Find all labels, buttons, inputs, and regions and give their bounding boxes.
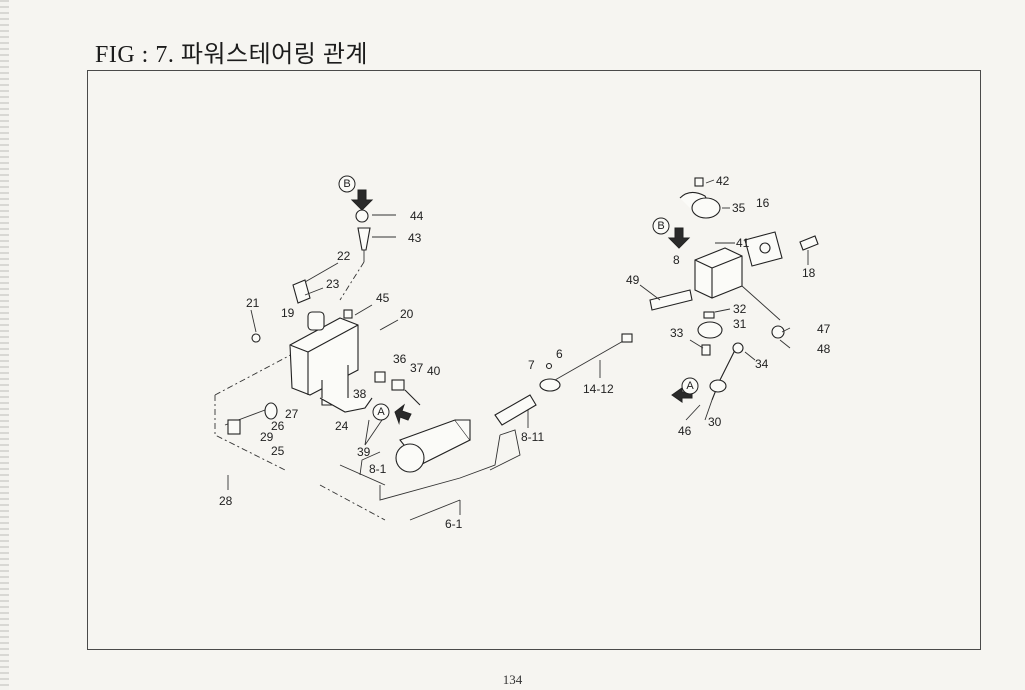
- callout-letter: B: [657, 220, 664, 232]
- part-label: 24: [335, 419, 349, 433]
- part-label: 16: [756, 196, 770, 210]
- part-label: 27: [285, 407, 299, 421]
- hose-lines: [224, 333, 421, 435]
- part-label: 8-11: [521, 430, 544, 444]
- callout-letter: B: [343, 178, 350, 190]
- part-label: 49: [626, 273, 640, 287]
- part-label: 45: [376, 291, 390, 305]
- diagram-frame: [87, 70, 981, 650]
- binding-edge: [0, 0, 9, 690]
- callout-b-right: B: [652, 217, 670, 235]
- part-label: 39: [357, 445, 371, 459]
- part-label: 21: [246, 296, 260, 310]
- arrow-down-icon: [667, 227, 691, 249]
- figure-title: FIG : 7. 파워스테어링 관계: [95, 42, 368, 68]
- part-label: 48: [817, 342, 831, 356]
- part-labels: 44 43 22 23 45 21 19 20 36 37 40 38 27 2…: [219, 174, 831, 531]
- part-label: 28: [219, 494, 233, 508]
- callout-a-right: A: [681, 377, 699, 395]
- part-label: 37: [410, 361, 424, 375]
- page-number: 134: [502, 672, 523, 687]
- part-label: 33: [670, 326, 684, 340]
- part-label: 6-1: [445, 517, 463, 531]
- arrow-right-icon: [394, 403, 412, 425]
- left-base-outline: [214, 349, 521, 521]
- right-pump-assembly: [649, 177, 819, 401]
- part-label: 46: [678, 424, 692, 438]
- part-label: 30: [708, 415, 722, 429]
- linkage: [494, 333, 633, 426]
- part-label: 25: [271, 444, 285, 458]
- pump-body: [395, 419, 471, 473]
- part-label: 23: [326, 277, 340, 291]
- part-label: 40: [427, 364, 441, 378]
- part-label: 29: [260, 430, 274, 444]
- callout-a-left: A: [372, 403, 390, 421]
- part-label: 6: [556, 347, 563, 361]
- part-label: 20: [400, 307, 414, 321]
- part-label: 35: [732, 201, 746, 215]
- part-label: 44: [410, 209, 424, 223]
- reservoir-tank: [289, 311, 359, 406]
- part-label: 34: [755, 357, 769, 371]
- part-label: 22: [337, 249, 351, 263]
- callout-letter: A: [377, 406, 385, 418]
- part-label: 8-1: [369, 462, 387, 476]
- filler-parts: [292, 209, 371, 319]
- part-label: 31: [733, 317, 747, 331]
- part-label: 8: [673, 253, 680, 267]
- leader-lines: [227, 179, 809, 515]
- part-label: 7: [528, 358, 535, 372]
- part-label: 41: [736, 236, 750, 250]
- part-label: 18: [802, 266, 816, 280]
- callout-letter: A: [686, 380, 694, 392]
- part-label: 38: [353, 387, 367, 401]
- part-label: 47: [817, 322, 831, 336]
- part-label: 19: [281, 306, 295, 320]
- callout-b-left: B: [338, 175, 356, 193]
- part-label: 14-12: [583, 382, 614, 396]
- flow-arrows: [350, 189, 693, 425]
- part-label: 43: [408, 231, 422, 245]
- part-label: 36: [393, 352, 407, 366]
- part-label: 32: [733, 302, 747, 316]
- arrow-down-icon: [350, 189, 374, 211]
- part-label: 26: [271, 419, 285, 433]
- part-label: 42: [716, 174, 730, 188]
